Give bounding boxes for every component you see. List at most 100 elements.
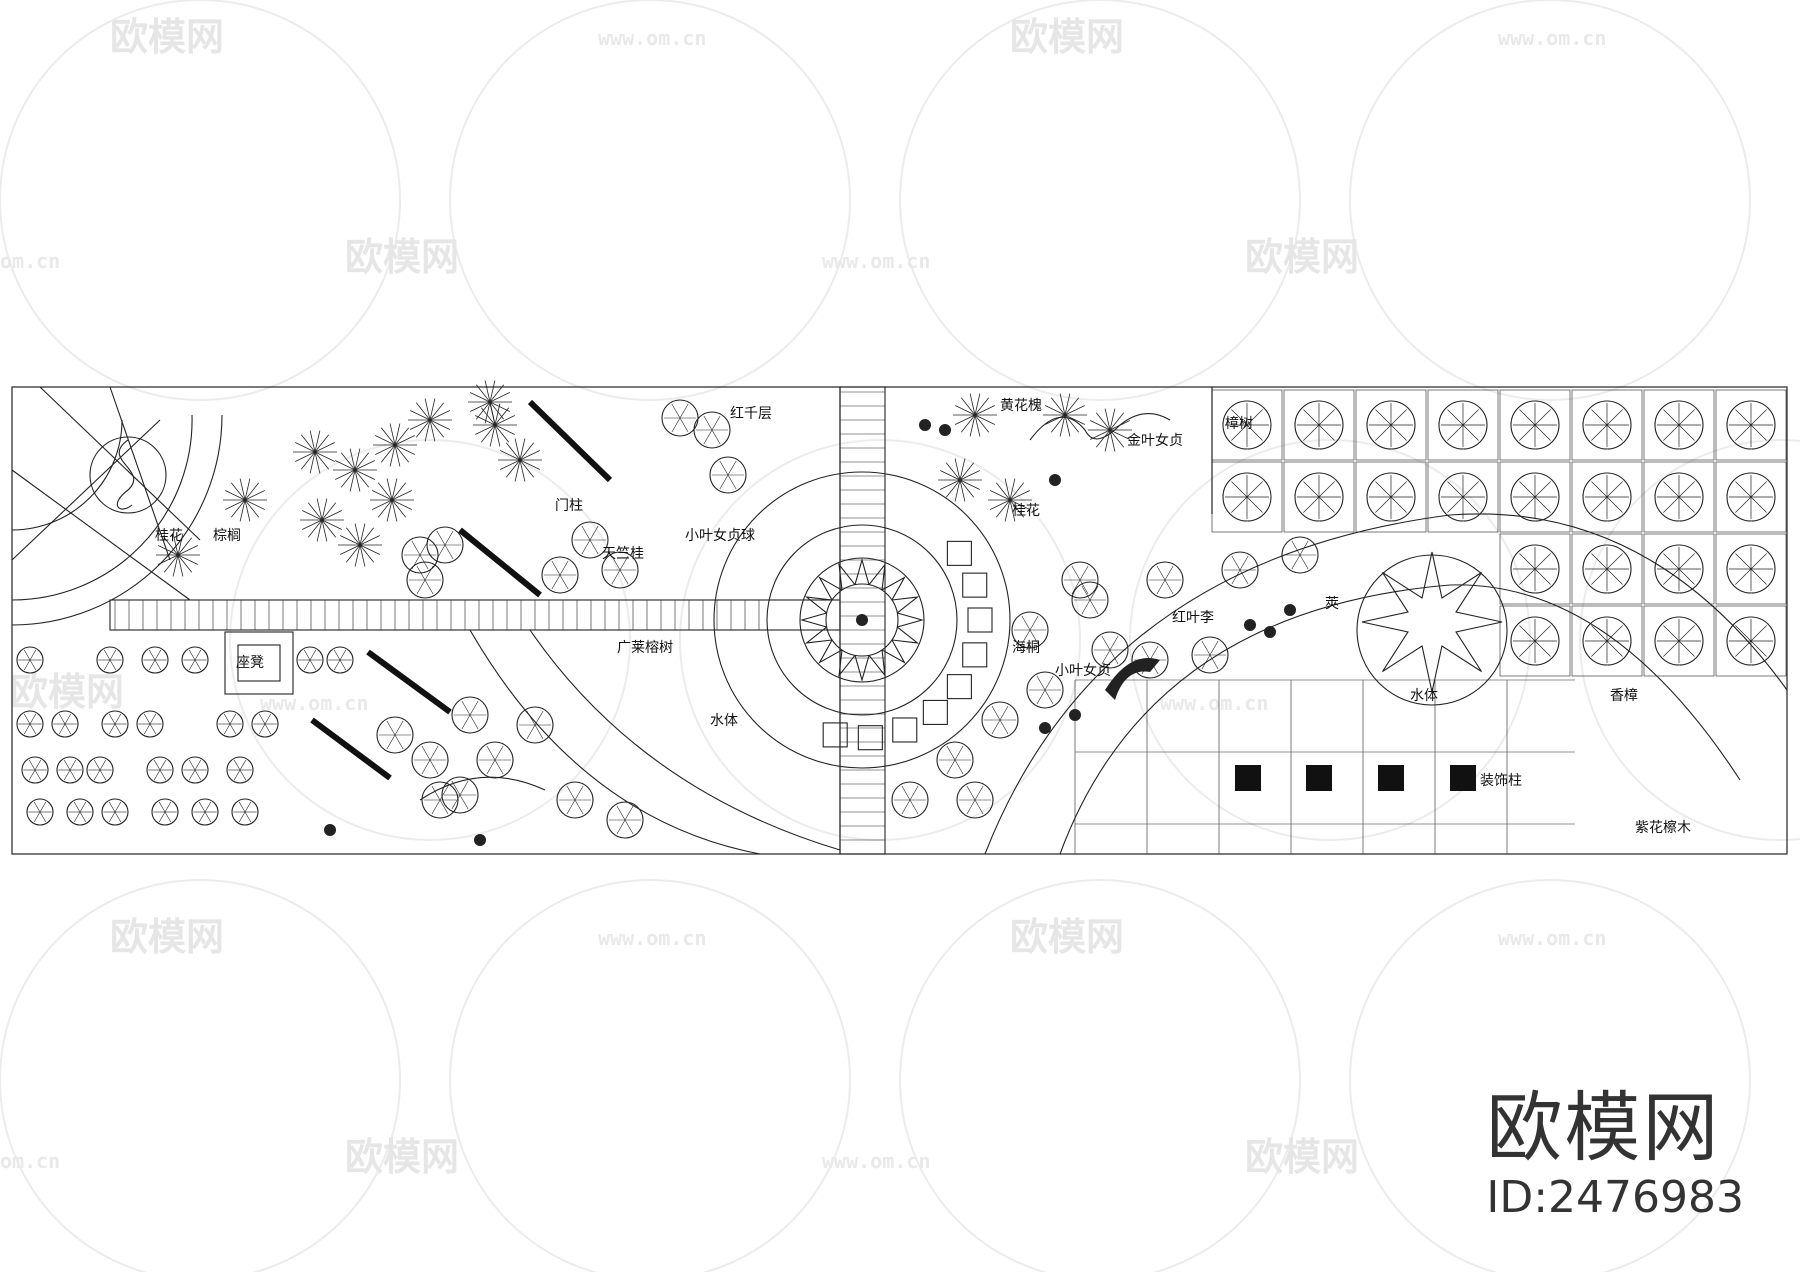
grid-tree-branch bbox=[1678, 481, 1695, 498]
grid-tree-branch bbox=[1303, 424, 1320, 441]
tree-branch bbox=[238, 801, 246, 813]
grid-tree-branch bbox=[1591, 424, 1608, 441]
palm-frond bbox=[158, 554, 179, 565]
palm-frond bbox=[349, 448, 356, 471]
tree-branch bbox=[991, 705, 1001, 721]
plaza-arc-small bbox=[11, 419, 123, 531]
palm-frond bbox=[394, 444, 410, 463]
brand-block: 欧模网 ID:2476983 bbox=[1486, 1090, 1744, 1225]
palm-frond bbox=[354, 469, 375, 480]
tree-grid-cell bbox=[1355, 461, 1427, 533]
grid-tree-branch bbox=[1534, 568, 1551, 585]
tree-branch bbox=[1109, 635, 1119, 651]
palm-frond bbox=[1009, 482, 1025, 501]
plant-label-shuiti-1: 水体 bbox=[710, 713, 738, 729]
palm-frond bbox=[230, 499, 246, 518]
grid-tree-branch bbox=[1534, 640, 1551, 657]
palm-frond bbox=[429, 419, 450, 430]
palm-frond bbox=[1064, 414, 1071, 437]
tree-branch bbox=[611, 555, 621, 571]
tree-canopy bbox=[376, 716, 414, 754]
palm-frond bbox=[391, 482, 407, 501]
tree-grid-cell bbox=[1499, 533, 1571, 605]
grid-tree-branch bbox=[1750, 481, 1767, 498]
palm-frond bbox=[1045, 405, 1066, 416]
stepping-stone bbox=[822, 722, 848, 748]
tree-branch bbox=[309, 649, 317, 661]
tree-branch bbox=[416, 579, 426, 595]
watermark-arc bbox=[449, 0, 851, 401]
tree-branch bbox=[79, 801, 87, 813]
seat-outer bbox=[224, 631, 294, 695]
tree-branch bbox=[1239, 569, 1249, 585]
palm-frond bbox=[375, 435, 396, 446]
tree-branch bbox=[149, 713, 157, 725]
tree-branch bbox=[469, 714, 479, 730]
tree-canopy bbox=[891, 781, 929, 819]
tree-branch bbox=[459, 780, 469, 796]
palm-frond bbox=[514, 438, 521, 461]
tree-branch bbox=[23, 713, 31, 725]
plaza-radial-line bbox=[11, 469, 191, 601]
tree-branch bbox=[63, 769, 71, 781]
tree-branch bbox=[164, 801, 172, 813]
tree-branch bbox=[28, 759, 36, 771]
hedge-tree bbox=[251, 710, 279, 738]
tree-grid-cell bbox=[1499, 605, 1571, 677]
watermark-logo: 欧模网 bbox=[1010, 15, 1124, 59]
palm-frond bbox=[1004, 478, 1011, 501]
palm-frond bbox=[340, 469, 356, 488]
fountain-petal bbox=[799, 612, 827, 628]
tree-branch bbox=[386, 734, 396, 750]
grid-tree-branch bbox=[1519, 553, 1536, 570]
grid-tree-branch bbox=[1735, 640, 1752, 657]
tree-branch bbox=[64, 723, 72, 735]
palm-frond bbox=[415, 419, 431, 438]
plant-label-guangyu-shu: 广莱榕树 bbox=[617, 640, 673, 656]
plant-label-guihua-1: 桂花 bbox=[155, 528, 183, 544]
palm-frond bbox=[410, 410, 431, 421]
grid-tree-branch bbox=[1519, 625, 1536, 642]
tree-branch bbox=[23, 659, 31, 671]
palm-frond bbox=[424, 419, 431, 442]
tree-grid-cell bbox=[1427, 389, 1499, 461]
hedge-tree bbox=[16, 646, 44, 674]
grid-tree-branch bbox=[1375, 496, 1392, 513]
grid-tree-branch bbox=[1231, 409, 1248, 426]
palm-frond bbox=[974, 414, 990, 433]
swirl-hedge bbox=[1029, 413, 1171, 441]
palm-frond bbox=[335, 460, 356, 471]
hedge-tree bbox=[96, 646, 124, 674]
tree-branch bbox=[494, 745, 504, 761]
grid-tree-branch bbox=[1534, 625, 1551, 642]
hedge-tree bbox=[101, 798, 129, 826]
tree-branch bbox=[901, 785, 911, 801]
tree-branch bbox=[148, 659, 156, 671]
tree-canopy bbox=[981, 701, 1019, 739]
tree-branch bbox=[29, 659, 37, 671]
grid-tree-branch bbox=[1750, 640, 1767, 657]
tree-grid-cell bbox=[1571, 389, 1643, 461]
tree-branch bbox=[103, 659, 111, 671]
palm-frond bbox=[389, 444, 396, 467]
tree-canopy bbox=[406, 561, 444, 599]
grid-tree-canopy bbox=[1726, 400, 1776, 450]
grid-tree-branch bbox=[1375, 481, 1392, 498]
tree-branch bbox=[109, 649, 117, 661]
shrub-dark bbox=[1039, 722, 1051, 734]
palm-frond bbox=[1109, 429, 1125, 448]
tree-branch bbox=[1079, 565, 1089, 581]
hedge-tree bbox=[191, 798, 219, 826]
watermark-arc bbox=[1349, 879, 1751, 1272]
stepping-stone bbox=[946, 674, 972, 700]
tree-branch bbox=[727, 474, 737, 490]
grid-tree-branch bbox=[1519, 409, 1536, 426]
grid-tree-branch bbox=[1750, 625, 1767, 642]
palm-frond bbox=[489, 384, 505, 403]
grid-tree-branch bbox=[1663, 640, 1680, 657]
tree-branch bbox=[33, 811, 41, 823]
grid-tree-branch bbox=[1591, 625, 1608, 642]
palm-frond bbox=[990, 490, 1011, 501]
palm-frond bbox=[354, 544, 361, 567]
palm-frond bbox=[974, 397, 990, 416]
